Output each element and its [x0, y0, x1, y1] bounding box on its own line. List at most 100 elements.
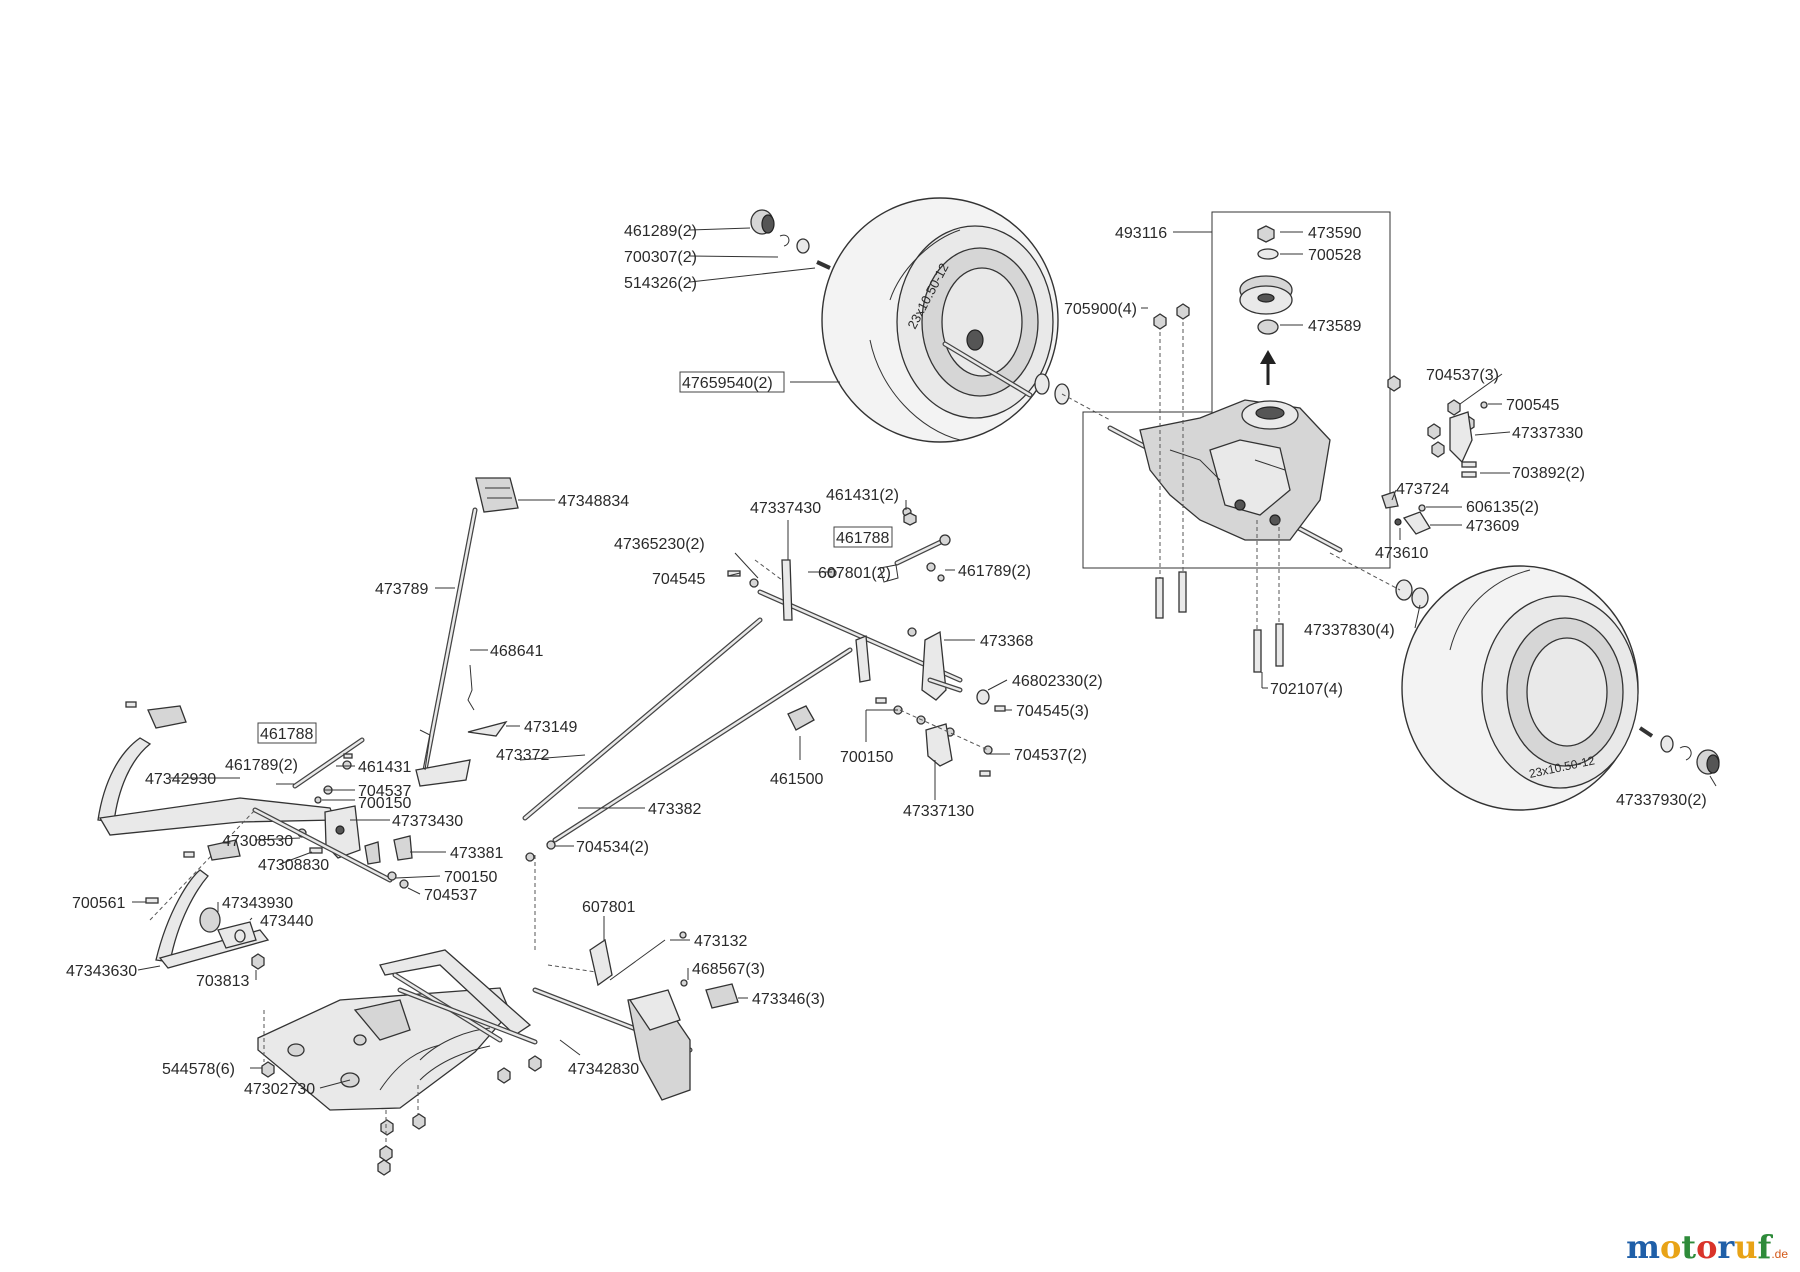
- label-704537-a: 704537: [358, 783, 411, 800]
- washer-icon: [525, 852, 535, 862]
- washer-700528: [1257, 248, 1279, 260]
- rod-461788-left: [292, 737, 365, 789]
- lever-icon: [855, 635, 871, 683]
- nut-icon: [926, 562, 936, 572]
- motoruf-logo: motoruf.de: [1626, 1228, 1788, 1266]
- bolt-700561: [145, 897, 159, 904]
- washer-icon: [796, 238, 810, 254]
- label-700307: 700307(2): [624, 249, 697, 266]
- screw-icon: [379, 1145, 393, 1162]
- nut-icon: [1431, 441, 1445, 458]
- nut-icon: [342, 760, 352, 770]
- pedal-47342930: [97, 701, 336, 836]
- washer-46802330: [976, 689, 990, 705]
- label-47343930: 47343930: [222, 895, 293, 912]
- label-47373430: 47373430: [392, 813, 463, 830]
- label-47342830: 47342830: [568, 1061, 639, 1078]
- logo-letter: u: [1734, 1228, 1758, 1266]
- washer-icon: [1034, 373, 1050, 395]
- label-47365230: 47365230(2): [614, 536, 705, 553]
- rod-473382: [552, 647, 853, 843]
- bushing-47343930: [199, 907, 221, 933]
- bolt-icon: [1480, 401, 1488, 409]
- floor-bracket: [379, 949, 538, 1045]
- bearing-icon: [1257, 319, 1279, 335]
- label-461789-2-left: 461789(2): [225, 757, 298, 774]
- label-47659540: 47659540(2): [682, 375, 773, 392]
- rear-wheel-right: 23x10.50-12: [1401, 565, 1639, 811]
- part-labels: 461289(2) 700307(2) 514326(2) 47659540(2…: [66, 223, 1707, 1098]
- rod-461788-top: [894, 534, 951, 566]
- label-461788-left: 461788: [260, 726, 313, 743]
- washer-icon: [749, 578, 759, 588]
- label-704534: 704534(2): [576, 839, 649, 856]
- bracket-47337330: [1449, 411, 1473, 464]
- bolt-icon: [1178, 571, 1187, 613]
- nut-473590: [1257, 225, 1275, 243]
- label-461788-top: 461788: [836, 530, 889, 547]
- transaxle-unit: [1107, 399, 1343, 553]
- label-704537-3: 704537(3): [1426, 367, 1499, 384]
- washer-icon: [679, 931, 687, 939]
- bracket-47373430: [324, 805, 361, 859]
- label-473368: 473368: [980, 633, 1033, 650]
- label-461431-2: 461431(2): [826, 487, 899, 504]
- bolt-icon: [1461, 461, 1477, 468]
- pedal-pad-473346: [705, 983, 739, 1009]
- label-700150-a: 700150: [358, 795, 411, 812]
- bolt-icon: [343, 753, 353, 759]
- nut-icon: [1176, 303, 1190, 320]
- leader-lines: [132, 227, 1717, 1089]
- label-47337830: 47337830(4): [1304, 622, 1395, 639]
- label-493116: 493116: [1115, 225, 1167, 242]
- key-icon: [1638, 726, 1654, 738]
- bolt-icon: [1275, 623, 1284, 667]
- label-473589: 473589: [1308, 318, 1361, 335]
- label-607801: 607801: [582, 899, 635, 916]
- nut-icon: [937, 574, 945, 582]
- label-704537-b: 704537: [424, 887, 477, 904]
- washer-icon: [1660, 735, 1674, 753]
- clip-607801: [879, 564, 899, 583]
- label-703892: 703892(2): [1512, 465, 1585, 482]
- floor-plate-47302730: [257, 987, 511, 1111]
- label-473590: 473590: [1308, 225, 1361, 242]
- label-473724: 473724: [1396, 481, 1449, 498]
- linkage-47342830: [532, 938, 693, 1101]
- label-700528: 700528: [1308, 247, 1361, 264]
- label-47337330: 47337330: [1512, 425, 1583, 442]
- label-47348834: 47348834: [558, 493, 629, 510]
- pin-icon: [1418, 504, 1426, 512]
- logo-letter: m: [1626, 1228, 1660, 1266]
- logo-letter: f: [1757, 1228, 1772, 1266]
- logo-letter: o: [1696, 1228, 1718, 1266]
- logo-letter: o: [1659, 1228, 1682, 1266]
- logo-suffix: .de: [1771, 1247, 1788, 1261]
- label-461289: 461289(2): [624, 223, 697, 240]
- rod-473372: [522, 617, 763, 821]
- label-700561: 700561: [72, 895, 125, 912]
- lever-473368: [921, 630, 963, 701]
- pulley-473589: [1239, 275, 1293, 315]
- label-46802330: 46802330(2): [1012, 673, 1103, 690]
- label-703813: 703813: [196, 973, 249, 990]
- label-473609: 473609: [1466, 518, 1519, 535]
- bolt-icon: [979, 770, 991, 777]
- plate-47337130: [925, 723, 953, 767]
- bolt-icon: [1461, 471, 1477, 478]
- nut-704537: [399, 879, 409, 889]
- screw-544578: [261, 1061, 275, 1078]
- bolt-icon: [1155, 577, 1164, 619]
- label-544578: 544578(6): [162, 1061, 235, 1078]
- label-47337430: 47337430: [750, 500, 821, 517]
- part-icon: [364, 841, 381, 865]
- screw-icon: [1394, 518, 1402, 526]
- lever-473789: [415, 507, 478, 787]
- label-704537-2: 704537(2): [1014, 747, 1087, 764]
- label-704545-3: 704545(3): [1016, 703, 1089, 720]
- label-704545: 704545: [652, 571, 705, 588]
- nut-icon: [983, 745, 993, 755]
- washer-icon: [827, 568, 837, 578]
- logo-letter: t: [1681, 1228, 1697, 1266]
